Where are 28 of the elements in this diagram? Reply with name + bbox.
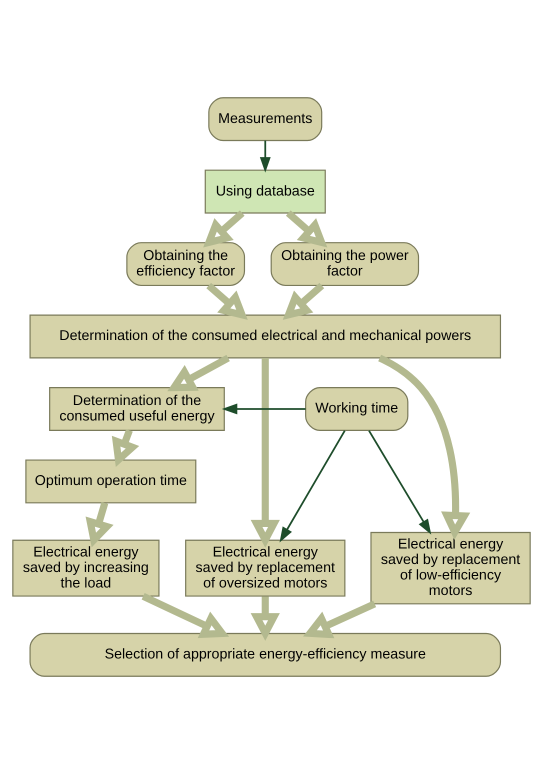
node-box: Obtaining the efficiency factor (126, 242, 246, 286)
arrow (280, 430, 346, 542)
node-box: Using database (204, 169, 326, 214)
arrow (282, 282, 324, 320)
node-box: Electrical energy saved by increasing the load (12, 539, 160, 596)
node-box: Working time (305, 386, 408, 430)
node-box: Obtaining the power factor (270, 242, 420, 286)
node-box: Measurements (208, 96, 322, 141)
arrow (368, 430, 432, 534)
node-box: Electrical energy saved by replacement of oversized motors (185, 539, 346, 596)
arrow (286, 210, 328, 247)
arrow (222, 403, 306, 414)
arrow (167, 354, 230, 391)
arrow (142, 592, 230, 638)
node-box: Determination of the consumed useful energy (49, 386, 225, 430)
arrow (206, 282, 248, 320)
arrow (250, 596, 280, 640)
arrow (378, 354, 470, 540)
arrow (260, 140, 271, 172)
node-box: Optimum operation time (25, 458, 196, 503)
arrow (86, 502, 114, 547)
arrow (303, 600, 376, 638)
arrow (250, 358, 280, 548)
arrow (112, 428, 140, 466)
node-box: Selection of appropriate energy-efficiency measure (29, 632, 502, 676)
arrow (203, 210, 245, 247)
node-box: Electrical energy saved by replacement of low-efficiency motors (370, 531, 531, 604)
node-box: Determination of the consumed electrical and mechanical powers (29, 314, 502, 358)
